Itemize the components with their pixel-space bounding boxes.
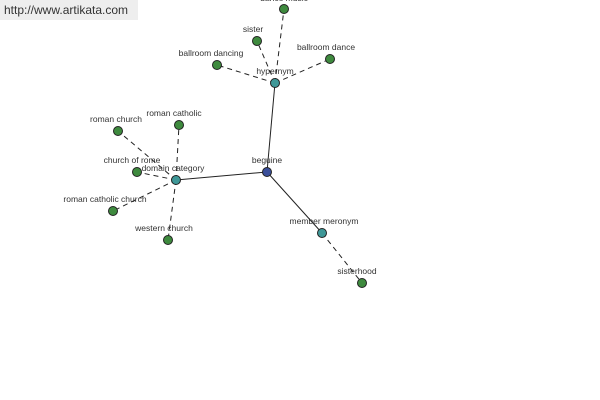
node-label[interactable]: ballroom dance <box>297 42 355 52</box>
node-label[interactable]: sister <box>243 24 263 34</box>
node-label[interactable]: roman catholic church <box>63 194 146 204</box>
node-ballroom-dancing[interactable]: ballroom dancing <box>179 48 244 70</box>
node-church-of-rome[interactable]: church of rome <box>104 155 161 177</box>
node-marker[interactable] <box>174 120 184 130</box>
edge-domain_category-western_church <box>167 179 177 241</box>
edge-domain_category-roman_catholic <box>175 124 180 181</box>
node-marker[interactable] <box>171 175 181 185</box>
node-label[interactable]: roman catholic <box>146 108 202 118</box>
edge-hypernym-ballroom_dancing <box>216 64 276 84</box>
node-beguine[interactable]: beguine <box>252 155 283 177</box>
node-marker[interactable] <box>317 228 327 238</box>
edge-hypernym-sister <box>256 40 276 84</box>
node-hypernym[interactable]: hypernym <box>256 66 294 88</box>
node-label[interactable]: domain category <box>142 163 206 173</box>
node-western-church[interactable]: western church <box>134 223 193 245</box>
node-roman-catholic[interactable]: roman catholic <box>146 108 202 130</box>
node-roman-catholic-church[interactable]: roman catholic church <box>63 194 147 216</box>
node-marker[interactable] <box>252 36 262 46</box>
node-label[interactable]: church of rome <box>104 155 161 165</box>
node-marker[interactable] <box>212 60 222 70</box>
edge-domain_category-church_of_rome <box>136 171 177 181</box>
edge-member_meronym-sisterhood <box>321 232 363 284</box>
node-label[interactable]: sisterhood <box>337 266 376 276</box>
node-marker[interactable] <box>163 235 173 245</box>
node-dance-music[interactable]: dance music <box>260 0 309 14</box>
node-label[interactable]: member meronym <box>290 216 359 226</box>
node-member-meronym[interactable]: member meronym <box>290 216 359 238</box>
edge-hypernym-dance_music <box>274 8 285 84</box>
node-ballroom-dance[interactable]: ballroom dance <box>297 42 355 64</box>
edge-beguine-domain_category <box>175 171 268 181</box>
graph-nodes: beguine hypernym domain category member mer… <box>63 0 377 288</box>
node-label[interactable]: hypernym <box>256 66 293 76</box>
node-label[interactable]: western church <box>134 223 193 233</box>
node-marker[interactable] <box>270 78 280 88</box>
node-marker[interactable] <box>357 278 367 288</box>
edge-beguine-member_meronym <box>266 171 323 234</box>
node-roman-church[interactable]: roman church <box>90 114 142 136</box>
node-domain-category[interactable]: domain category <box>142 163 206 185</box>
edge-beguine-hypernym <box>266 82 276 173</box>
node-label[interactable]: dance music <box>260 0 308 3</box>
edge-domain_category-roman_catholic_church <box>112 179 177 212</box>
graph-edges <box>112 8 363 284</box>
node-label[interactable]: roman church <box>90 114 142 124</box>
node-marker[interactable] <box>262 167 272 177</box>
node-label[interactable]: beguine <box>252 155 283 165</box>
node-label[interactable]: ballroom dancing <box>179 48 244 58</box>
node-marker[interactable] <box>132 167 142 177</box>
edge-domain_category-roman_church <box>117 130 177 181</box>
edge-hypernym-ballroom_dance <box>274 58 331 84</box>
node-sister[interactable]: sister <box>243 24 263 46</box>
node-sisterhood[interactable]: sisterhood <box>337 266 377 288</box>
node-marker[interactable] <box>113 126 123 136</box>
source-url[interactable]: http://www.artikata.com <box>0 0 138 20</box>
node-marker[interactable] <box>325 54 335 64</box>
node-marker[interactable] <box>279 4 289 14</box>
node-marker[interactable] <box>108 206 118 216</box>
